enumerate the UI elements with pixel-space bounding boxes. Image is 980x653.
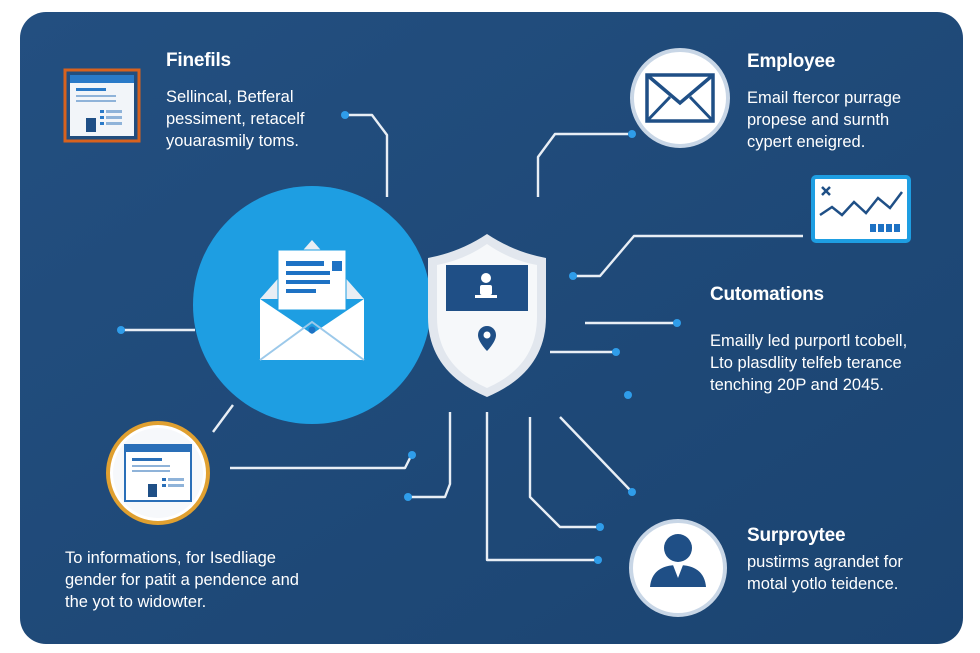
dot	[404, 493, 412, 501]
dot	[596, 523, 604, 531]
section-top-left: Finefils Sellincal, Betferal pessiment, …	[166, 50, 304, 152]
connector-chart	[576, 234, 803, 278]
section-line: Lto plasdlity telfeb terance	[710, 354, 902, 372]
section-bottom-right: Surproytee pustirms agrandet for motal y…	[747, 525, 903, 595]
chart-window-icon	[811, 175, 911, 243]
dot	[569, 272, 577, 280]
section-heading: Surproytee	[747, 525, 846, 546]
section-line: youarasmily toms.	[166, 132, 299, 150]
section-line: Sellincal, Betferal	[166, 88, 294, 106]
dot	[628, 488, 636, 496]
browser-window-icon	[63, 68, 141, 143]
dot	[341, 111, 349, 119]
section-bottom-left: To informations, for Isedliage gender fo…	[65, 547, 299, 613]
dot	[594, 556, 602, 564]
central-circle	[193, 186, 431, 424]
section-middle-right: Cutomations Emailly led purportl tcobell…	[710, 284, 907, 396]
security-shield-icon	[428, 234, 546, 397]
envelope-icon	[630, 48, 730, 148]
connector-dots	[117, 111, 681, 564]
section-line: Email ftercor purrage	[747, 89, 902, 107]
diagram-canvas	[20, 12, 963, 644]
browser-window-icon	[106, 421, 210, 525]
connector-bottom-diagonal	[559, 416, 631, 491]
section-heading: Employee	[747, 51, 836, 72]
section-line: the yot to widowter.	[65, 593, 207, 611]
section-top-right: Employee Email ftercor purrage propese a…	[747, 51, 901, 153]
connector-bottom-mid	[528, 417, 598, 529]
section-line: gender for patit a pendence and	[65, 571, 299, 589]
section-line: pustirms agrandet for	[747, 553, 903, 571]
dot	[408, 451, 416, 459]
connector-left-diagonal	[212, 404, 234, 433]
section-line: To informations, for Isedliage	[65, 549, 276, 567]
section-line: cypert eneigred.	[747, 133, 866, 151]
connector-top-right	[536, 132, 628, 197]
dot	[117, 326, 125, 334]
open-envelope-icon	[259, 240, 365, 361]
section-line: pessiment, retacelf	[166, 110, 305, 128]
dot	[624, 391, 632, 399]
section-line: propese and surnth	[747, 111, 890, 129]
dot	[628, 130, 636, 138]
section-line: Emailly led purportl tcobell,	[710, 332, 908, 350]
section-line: motal yotlo teidence.	[747, 575, 899, 593]
connector-lines	[123, 113, 803, 562]
section-heading: Cutomations	[710, 284, 824, 305]
section-heading: Finefils	[166, 50, 231, 71]
section-line: tenching 20P and 2045.	[710, 376, 885, 394]
connector-bottom-center	[410, 412, 452, 499]
person-avatar-icon	[629, 519, 727, 617]
connector-top-left	[348, 113, 389, 197]
diagram-panel: Finefils Sellincal, Betferal pessiment, …	[20, 12, 963, 644]
dot	[612, 348, 620, 356]
connector-bottom-long	[485, 412, 595, 562]
connector-bottom-left	[230, 457, 412, 470]
dot	[673, 319, 681, 327]
